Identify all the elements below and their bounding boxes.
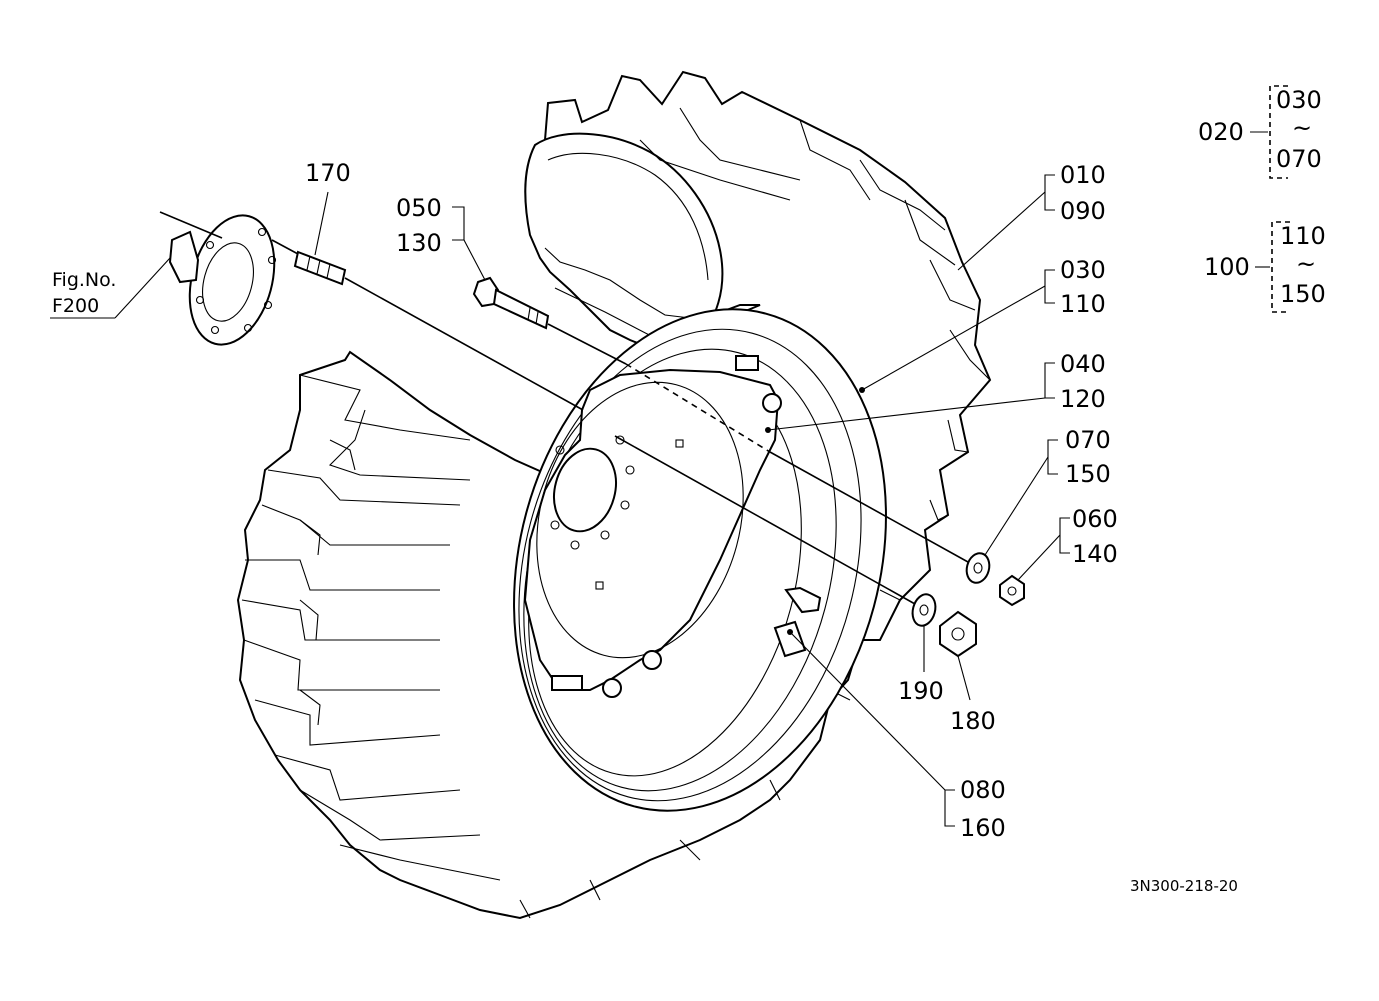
group-100-from: 110	[1280, 222, 1326, 250]
callout-060: 060	[1072, 505, 1118, 533]
callout-190: 190	[898, 677, 944, 705]
tire-cross-section	[524, 132, 724, 352]
callout-090: 090	[1060, 197, 1106, 225]
group-020-from: 030	[1276, 86, 1322, 114]
washer-and-nut-upper	[965, 552, 1025, 607]
washer-and-nut-lower	[911, 593, 977, 658]
callout-080: 080	[960, 776, 1006, 804]
callout-050: 050	[396, 194, 442, 222]
hub-flange	[168, 214, 277, 346]
callout-030: 030	[1060, 256, 1106, 284]
wheel-rim	[513, 308, 887, 812]
stud-170	[293, 250, 347, 286]
callout-110: 110	[1060, 290, 1106, 318]
group-100-parent: 100	[1204, 253, 1250, 281]
callout-170: 170	[305, 159, 351, 187]
group-100-tilde: ~	[1296, 250, 1316, 278]
callout-leaders	[50, 174, 1070, 827]
callout-150: 150	[1065, 460, 1111, 488]
group-020-to: 070	[1276, 145, 1322, 173]
callout-130: 130	[396, 229, 442, 257]
disc-center-hole	[553, 447, 617, 533]
figure-ref-line2: F200	[52, 295, 99, 317]
group-020-parent: 020	[1198, 118, 1244, 146]
callout-140: 140	[1072, 540, 1118, 568]
callout-180: 180	[950, 707, 996, 735]
bolt-050-130	[472, 276, 550, 330]
callout-040: 040	[1060, 350, 1106, 378]
assembly-lines	[159, 211, 969, 605]
group-100-to: 150	[1280, 280, 1326, 308]
callout-010: 010	[1060, 161, 1106, 189]
group-brackets	[1250, 85, 1290, 313]
callout-160: 160	[960, 814, 1006, 842]
callout-070: 070	[1065, 426, 1111, 454]
drawing-code: 3N300-218-20	[1130, 877, 1238, 895]
group-020-tilde: ~	[1292, 114, 1312, 142]
figure-ref-line1: Fig.No.	[52, 269, 116, 291]
callout-120: 120	[1060, 385, 1106, 413]
